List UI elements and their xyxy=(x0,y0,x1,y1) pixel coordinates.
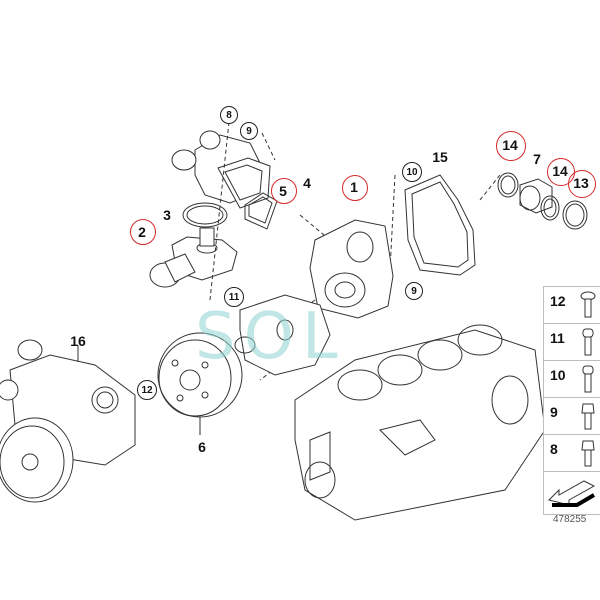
callout-8: 8 xyxy=(220,106,238,124)
fastener-legend: 12 11 10 9 8 xyxy=(543,286,600,515)
socket-head-bolt-icon xyxy=(582,365,594,393)
callout-5: 5 xyxy=(279,183,287,199)
legend-row: 11 xyxy=(544,324,600,361)
oring-3-drawing xyxy=(182,202,228,228)
callout-15: 15 xyxy=(432,149,448,165)
legend-number: 12 xyxy=(550,293,566,309)
pulley-drawing xyxy=(157,332,243,435)
callout-13: 13 xyxy=(573,175,589,191)
legend-arrow-cell xyxy=(544,472,600,514)
watermark: SOL xyxy=(195,300,346,374)
callout-11: 11 xyxy=(224,287,244,307)
callout-14a: 14 xyxy=(502,137,518,153)
water-pump-assembly-drawing xyxy=(0,339,136,503)
legend-number: 9 xyxy=(550,404,558,420)
callout-9b: 9 xyxy=(405,282,423,300)
bracket-drawing xyxy=(234,294,331,376)
legend-number: 10 xyxy=(550,367,566,383)
legend-row: 12 xyxy=(544,287,600,324)
legend-number: 8 xyxy=(550,441,558,457)
seal-rings-drawing xyxy=(497,172,588,230)
callout-2: 2 xyxy=(138,224,146,240)
highlight-circle-14a xyxy=(496,131,526,161)
callout-10: 10 xyxy=(402,162,422,182)
highlight-circle-5 xyxy=(271,178,297,204)
highlight-circle-1 xyxy=(342,175,368,201)
gasket-15-drawing xyxy=(404,174,476,276)
callout-14b: 14 xyxy=(552,163,568,179)
highlight-circle-2 xyxy=(130,219,156,245)
engine-block-drawing xyxy=(294,324,546,521)
torx-head-bolt-icon xyxy=(581,440,595,467)
callout-6: 6 xyxy=(198,439,206,455)
legend-number: 11 xyxy=(550,330,565,346)
torx-head-bolt-icon xyxy=(581,403,595,430)
thermostat-cover-drawing xyxy=(171,130,271,209)
callout-9: 9 xyxy=(240,122,258,140)
highlight-circle-13 xyxy=(568,170,596,198)
callout-3: 3 xyxy=(163,207,171,223)
callout-7: 7 xyxy=(533,151,541,167)
water-pump-housing-drawing xyxy=(294,219,394,319)
direction-arrow-icon xyxy=(548,480,596,507)
thermostat-drawing xyxy=(149,227,238,288)
callout-1: 1 xyxy=(350,179,358,195)
gasket-5-drawing xyxy=(244,192,278,230)
flange-head-bolt-icon xyxy=(580,291,596,318)
socket-head-bolt-icon xyxy=(582,328,594,356)
legend-row: 9 xyxy=(544,398,600,435)
legend-row: 8 xyxy=(544,435,600,472)
legend-row: 10 xyxy=(544,361,600,398)
callout-4: 4 xyxy=(303,175,311,191)
diagram-code: 478255 xyxy=(553,514,587,525)
callout-16: 16 xyxy=(70,333,86,349)
callout-12: 12 xyxy=(137,380,157,400)
